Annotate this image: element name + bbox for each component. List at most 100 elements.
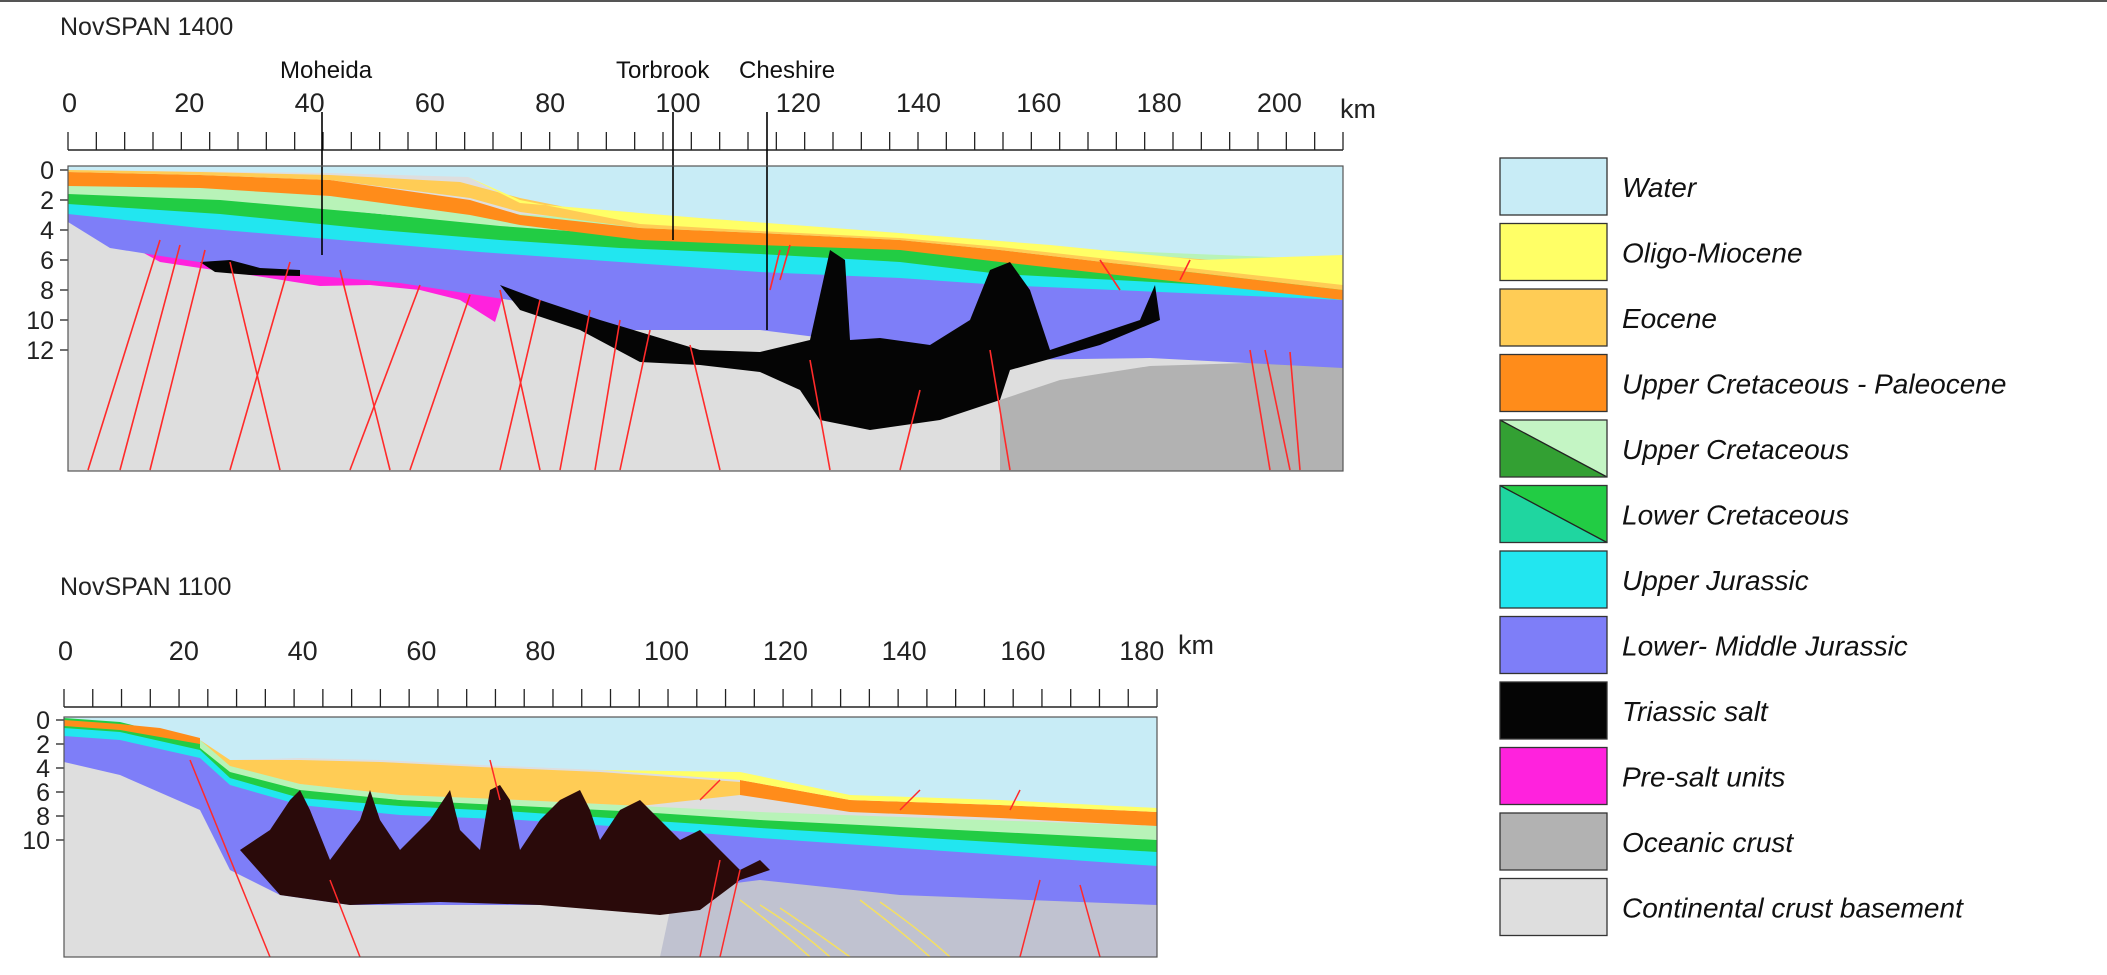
eocene-area <box>68 170 1343 290</box>
legend-item: Oligo-Miocene <box>1499 222 1803 282</box>
water-area <box>64 717 1157 812</box>
upper-cretaceous-paleocene-area <box>68 172 1343 300</box>
legend-swatch-diagonal <box>1499 484 1608 544</box>
section-1-geology <box>68 166 1343 471</box>
depth-tick-label: 4 <box>40 217 54 245</box>
triassic-salt-area <box>240 785 770 915</box>
km-tick-label: 100 <box>644 636 689 666</box>
upper-cretaceous-paleocene-area-east <box>740 780 1157 826</box>
km-tick-label: 160 <box>1016 88 1061 118</box>
km-tick-label: 60 <box>415 88 445 118</box>
legend-swatch <box>1499 681 1608 740</box>
km-unit-label: km <box>1178 630 1214 660</box>
depth-tick-label: 2 <box>40 187 54 215</box>
depth-tick-label: 8 <box>40 277 54 305</box>
depth-tick-label: 10 <box>26 307 54 335</box>
well-label-cheshire: Cheshire <box>739 57 835 84</box>
km-tick-label: 40 <box>288 636 318 666</box>
legend-label: Triassic salt <box>1622 696 1769 727</box>
km-tick-label: 180 <box>1119 636 1164 666</box>
section-2-km-scale: 0 20 40 60 80 100 120 140 160 180 km <box>58 630 1214 708</box>
legend-item: Oceanic crust <box>1499 812 1794 871</box>
legend-item: Lower- Middle Jurassic <box>1499 615 1908 675</box>
oceanic-crust-area <box>1000 360 1343 471</box>
oligo-miocene-area <box>600 770 1157 812</box>
upper-cretaceous-paleocene-area <box>64 720 200 744</box>
depth-tick-label: 8 <box>36 803 50 831</box>
legend-item: Water <box>1499 157 1698 216</box>
depth-tick-label: 6 <box>40 247 54 275</box>
legend-swatch <box>1499 288 1608 347</box>
legend-label: Eocene <box>1622 303 1717 334</box>
legend-item: Upper Jurassic <box>1499 550 1809 609</box>
section-2-title: NovSPAN 1100 <box>60 573 231 601</box>
section-2-geology <box>64 717 1157 957</box>
depth-tick-label: 4 <box>36 755 50 783</box>
legend-label: Upper Cretaceous <box>1622 434 1849 465</box>
km-tick-label: 120 <box>763 636 808 666</box>
section-1-frame <box>67 165 1344 472</box>
legend-swatch <box>1499 353 1608 413</box>
legend-label: Water <box>1622 172 1698 203</box>
oligo-miocene-area <box>468 177 1343 285</box>
legend-swatch <box>1499 746 1608 806</box>
km-tick-label: 60 <box>406 636 436 666</box>
km-tick-label: 180 <box>1137 88 1182 118</box>
legend-item: Lower Cretaceous <box>1499 484 1849 544</box>
legend-item: Continental crust basement <box>1499 877 1964 937</box>
legend-swatch-diagonal <box>1499 419 1608 478</box>
km-tick-label: 120 <box>776 88 821 118</box>
water-area <box>68 166 1343 260</box>
legend-label: Oceanic crust <box>1622 827 1794 858</box>
depth-tick-label: 0 <box>36 707 50 735</box>
legend-swatch <box>1499 877 1608 937</box>
legend-item: Pre-salt units <box>1499 746 1785 806</box>
km-tick-label: 20 <box>174 88 204 118</box>
legend-label: Upper Cretaceous - Paleocene <box>1622 369 2006 400</box>
km-tick-label: 20 <box>169 636 199 666</box>
legend-label: Pre-salt units <box>1622 762 1785 793</box>
depth-tick-label: 10 <box>22 827 50 855</box>
legend-label: Continental crust basement <box>1622 893 1964 924</box>
km-tick-label: 40 <box>295 88 325 118</box>
legend-label: Lower- Middle Jurassic <box>1622 631 1908 662</box>
legend-swatch-border <box>1499 419 1608 478</box>
legend-swatch <box>1499 812 1608 871</box>
legend-swatch <box>1499 157 1608 216</box>
triassic-salt-area <box>200 250 1160 430</box>
legend-item: Eocene <box>1499 288 1717 347</box>
eocene-area <box>200 740 740 806</box>
depth-tick-label: 2 <box>36 731 50 759</box>
legend-item: Upper Cretaceous - Paleocene <box>1499 353 2006 413</box>
legend-label: Lower Cretaceous <box>1622 500 1849 531</box>
oceanic-reflector-lines <box>739 899 951 957</box>
km-tick-label: 0 <box>58 636 73 666</box>
legend-label: Upper Jurassic <box>1622 565 1809 596</box>
legend-swatch <box>1499 615 1608 675</box>
fault-lines <box>189 759 1101 957</box>
section-2-frame <box>63 716 1158 958</box>
legend-swatch <box>1499 222 1608 282</box>
depth-tick-label: 6 <box>36 779 50 807</box>
well-label-moheida: Moheida <box>280 57 373 84</box>
km-tick-label: 160 <box>1000 636 1045 666</box>
legend-swatch <box>1499 550 1608 609</box>
depth-tick-label: 12 <box>26 337 54 365</box>
depth-tick-label: 0 <box>40 157 54 185</box>
upper-cretaceous-area <box>200 740 1157 840</box>
km-tick-label: 140 <box>896 88 941 118</box>
fault-lines <box>87 239 1301 471</box>
km-tick-label: 80 <box>525 636 555 666</box>
km-tick-label: 80 <box>535 88 565 118</box>
top-divider-line <box>0 0 2107 2</box>
legend-label: Oligo-Miocene <box>1622 238 1803 269</box>
legend-item: Triassic salt <box>1499 681 1769 740</box>
km-tick-label: 140 <box>882 636 927 666</box>
